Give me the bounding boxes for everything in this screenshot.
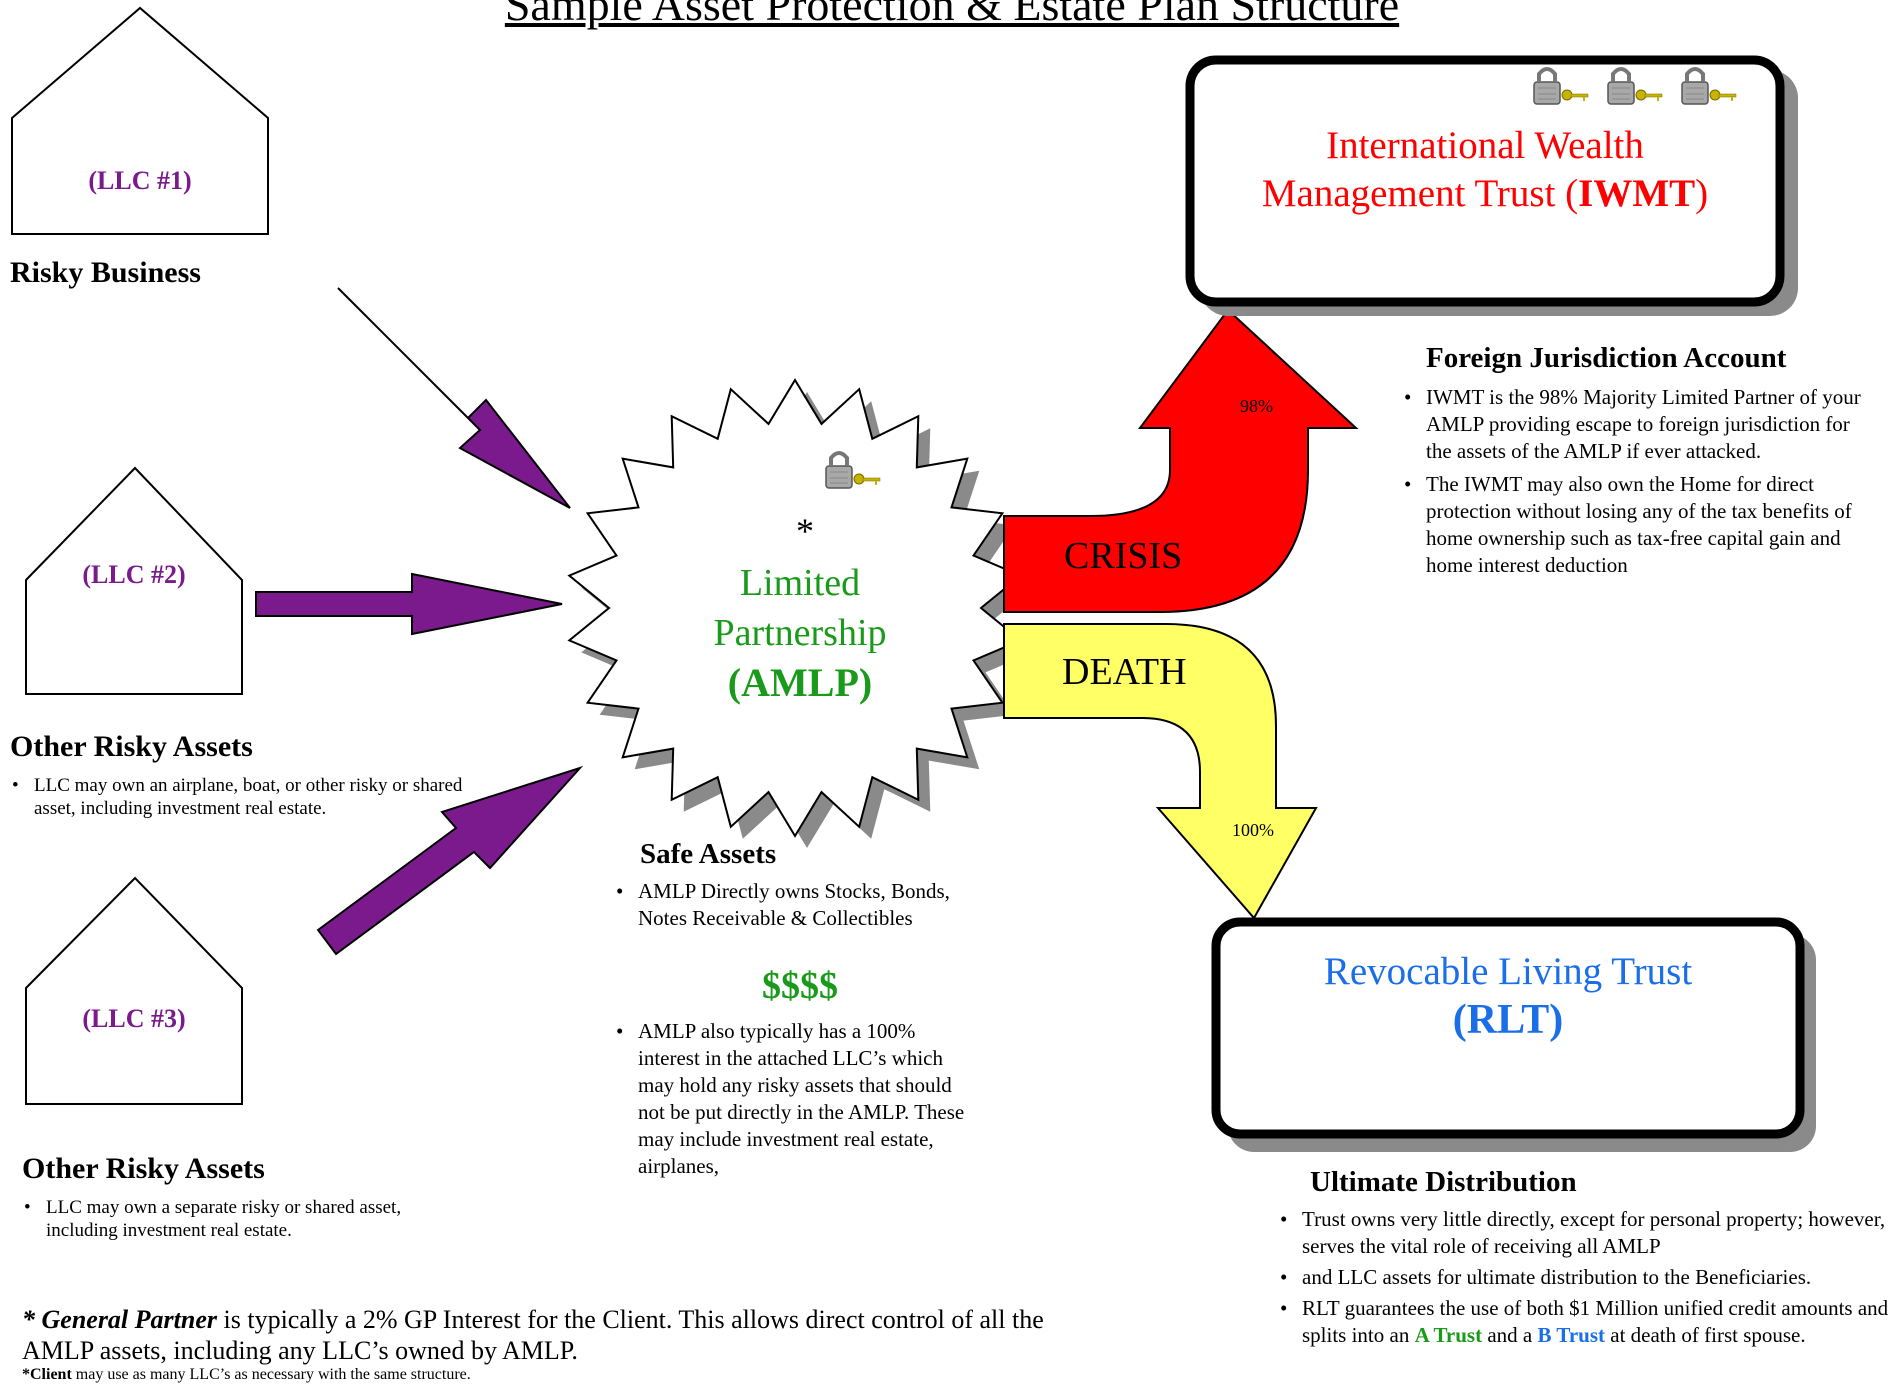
- client-label: *Client: [22, 1366, 72, 1383]
- b-trust-label: B Trust: [1537, 1323, 1606, 1347]
- death-arrow: [1003, 623, 1318, 920]
- list-item: and LLC assets for ultimate distribution…: [1278, 1264, 1902, 1291]
- amlp-line1: Limited: [739, 562, 861, 604]
- arrow-llc1-to-amlp: [337, 287, 571, 509]
- safe-assets-heading: Safe Assets: [640, 838, 777, 870]
- iwmt-line1: International Wealth: [1326, 124, 1644, 167]
- iwmt-line2: Management Trust (IWMT): [1200, 170, 1770, 218]
- llc3-bullets: LLC may own a separate risky or shared a…: [22, 1196, 462, 1242]
- llc2-heading: Other Risky Assets: [10, 730, 253, 763]
- llc2-house: [25, 466, 243, 695]
- list-item: Trust owns very little directly, except …: [1278, 1206, 1902, 1260]
- amlp-starburst: [567, 378, 1023, 838]
- rlt-box: [1211, 917, 1805, 1139]
- amlp-line3: (AMLP): [727, 660, 873, 705]
- death-percent: 100%: [1232, 820, 1274, 840]
- a-trust-label: A Trust: [1414, 1323, 1483, 1347]
- iwmt-line2-prefix: Management Trust (: [1261, 172, 1579, 215]
- llc3-house: [25, 876, 243, 1105]
- foreign-list: IWMT is the 98% Majority Limited Partner…: [1402, 384, 1862, 579]
- arrow-llc2-to-amlp: [255, 572, 563, 636]
- client-text: may use as many LLC’s as necessary with …: [71, 1366, 471, 1383]
- rlt-credit-text: RLT guarantees the use of both $1 Millio…: [1302, 1296, 1889, 1347]
- list-item: LLC may own a separate risky or shared a…: [22, 1196, 462, 1242]
- safe-assets-list-1: AMLP Directly owns Stocks, Bonds, Notes …: [614, 878, 954, 932]
- general-partner-label: General Partner: [41, 1305, 218, 1334]
- list-item: LLC may own an airplane, boat, or other …: [10, 774, 470, 820]
- list-item: The IWMT may also own the Home for direc…: [1402, 471, 1862, 579]
- llc2-bullets: LLC may own an airplane, boat, or other …: [10, 774, 470, 820]
- list-item: AMLP also typically has a 100% interest …: [614, 1018, 966, 1180]
- iwmt-box: [1185, 55, 1785, 307]
- iwmt-line2-suffix: ): [1695, 172, 1709, 215]
- list-item: IWMT is the 98% Majority Limited Partner…: [1402, 384, 1862, 465]
- ultimate-heading: Ultimate Distribution: [1310, 1166, 1577, 1198]
- llc3-heading: Other Risky Assets: [22, 1152, 265, 1185]
- and-text: and a: [1482, 1323, 1538, 1347]
- llc1-heading: Risky Business: [10, 256, 201, 289]
- general-partner-text: is typically a 2% GP Interest for the Cl…: [22, 1305, 1044, 1365]
- client-note: *Client may use as many LLC’s as necessa…: [22, 1366, 1062, 1384]
- safe-assets-list-2: AMLP also typically has a 100% interest …: [614, 1018, 966, 1180]
- ultimate-list: Trust owns very little directly, except …: [1278, 1206, 1902, 1349]
- crisis-arrow: [1003, 308, 1359, 613]
- llc1-house: [11, 6, 269, 235]
- llc1-label: (LLC #1): [88, 166, 192, 195]
- iwmt-title: International Wealth Management Trust (I…: [1200, 122, 1770, 218]
- amlp-title: Limited Partnership (AMLP): [660, 558, 940, 708]
- general-partner-asterisk: *: [796, 511, 814, 551]
- list-item: RLT guarantees the use of both $1 Millio…: [1278, 1295, 1902, 1349]
- iwmt-acronym: IWMT: [1578, 172, 1696, 215]
- rlt-title: Revocable Living Trust (RLT): [1224, 948, 1792, 1044]
- rlt-line1: Revocable Living Trust: [1323, 950, 1693, 993]
- death-label: DEATH: [1062, 651, 1187, 693]
- general-partner-note: * General Partner is typically a 2% GP I…: [22, 1304, 1062, 1366]
- foreign-heading: Foreign Jurisdiction Account: [1426, 342, 1787, 374]
- page-title: Sample Asset Protection & Estate Plan St…: [504, 0, 1400, 30]
- list-item: AMLP Directly owns Stocks, Bonds, Notes …: [614, 878, 954, 932]
- money-symbol: $$$$: [762, 965, 838, 1007]
- crisis-label: CRISIS: [1064, 535, 1183, 577]
- arrow-llc3-to-amlp: [316, 765, 584, 956]
- llc3-label: (LLC #3): [82, 1004, 186, 1033]
- footer-asterisk: *: [22, 1305, 35, 1334]
- crisis-percent: 98%: [1240, 396, 1273, 416]
- rlt-line2: (RLT): [1452, 997, 1564, 1043]
- amlp-line2: Partnership: [713, 612, 887, 654]
- death-text: at death of first spouse.: [1605, 1323, 1806, 1347]
- llc2-label: (LLC #2): [82, 560, 186, 589]
